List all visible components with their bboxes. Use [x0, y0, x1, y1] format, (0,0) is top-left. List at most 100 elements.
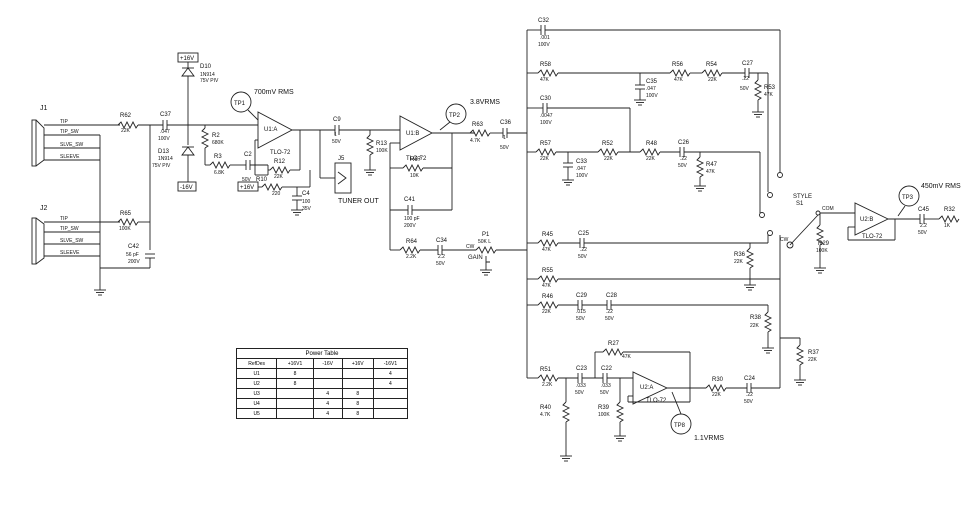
- pos-rail-label: +16V: [180, 56, 194, 62]
- j1-pin-tip: TIP: [60, 119, 68, 125]
- table-cell: [341, 378, 374, 389]
- ground-symbol: [559, 455, 573, 462]
- table-cell: 8: [276, 378, 314, 389]
- r3-ref: R3: [214, 154, 222, 160]
- table-cell: [372, 388, 409, 399]
- r55-value: 47K: [542, 283, 552, 289]
- r39-ref: R39: [598, 405, 610, 411]
- table-cell: [341, 368, 374, 379]
- jack-j2: J2 TIP TIP_SW SLVE_SW SLEEVE: [31, 205, 100, 265]
- c25-volt: 50V: [578, 254, 588, 260]
- switch-contact: [767, 192, 773, 198]
- power-table-header: -16V: [312, 358, 343, 369]
- table-cell: 4: [312, 398, 343, 409]
- capacitor-c22: [602, 372, 608, 384]
- p1-gain-label: GAIN: [468, 255, 483, 261]
- tp3-label: TP3: [902, 195, 914, 201]
- u2b-ref: U2:B: [860, 217, 873, 223]
- r47-ref: R47: [706, 162, 718, 168]
- power-table-header: RefDes: [235, 358, 278, 369]
- style-switch-cw: CW: [780, 237, 789, 243]
- test-point-tp1: [230, 91, 252, 113]
- test-point-tp2: [445, 103, 467, 125]
- table-cell: [276, 398, 314, 409]
- pos-rail-label-2: +16V: [240, 185, 254, 191]
- c35-value: .047: [646, 86, 656, 92]
- table-row: U5 4 8: [235, 408, 409, 419]
- r38-ref: R38: [750, 315, 762, 321]
- c35-volt: 100V: [646, 93, 658, 99]
- table-row: U2 8 4: [235, 378, 409, 389]
- table-cell: 4: [372, 378, 409, 389]
- r56-ref: R56: [672, 62, 684, 68]
- ground-symbol: [813, 267, 827, 274]
- ground-symbol: [693, 185, 707, 192]
- c26-ref: C26: [678, 140, 690, 146]
- diode-d13: [181, 146, 195, 156]
- test-point-tp3: [898, 185, 920, 207]
- r57-ref: R57: [540, 141, 552, 147]
- r36-ref: R36: [734, 252, 746, 258]
- c32-volt: 100V: [538, 42, 550, 48]
- resistor-r12: [269, 166, 291, 174]
- c45-ref: C45: [918, 207, 930, 213]
- c4-value: 100: [302, 199, 311, 205]
- d10-ref: D10: [200, 64, 212, 70]
- tp1-level: 700mV RMS: [254, 89, 294, 96]
- c24-volt: 50V: [744, 399, 754, 405]
- r64-ref: R64: [406, 239, 418, 245]
- r12-ref: R12: [274, 159, 286, 165]
- c26-value: .22: [680, 156, 687, 162]
- r29-value: 100K: [816, 248, 828, 254]
- resistor-r47: [696, 156, 704, 178]
- c24-ref: C24: [744, 376, 756, 382]
- u1a-ref: U1:A: [264, 127, 277, 133]
- table-cell: U1: [235, 368, 278, 379]
- j1-pin-sleeve: SLEEVE: [60, 154, 80, 160]
- power-table-header-row: RefDes +16V1 -16V +16V -16V1: [235, 358, 409, 369]
- ground-symbol: [561, 179, 575, 186]
- j2-pin-sleeve: SLEEVE: [60, 250, 80, 256]
- opamp-u1a: [257, 111, 293, 149]
- r48-value: 22K: [646, 156, 656, 162]
- diode-d10: [181, 67, 195, 77]
- ground-symbol: [363, 169, 377, 176]
- c42-value: 56 pF: [126, 252, 139, 258]
- r46-value: 22K: [542, 309, 552, 315]
- style-switch-com: COM: [822, 206, 834, 212]
- capacitor-c30: [542, 102, 548, 114]
- r40-ref: R40: [540, 405, 552, 411]
- c37-ref: C37: [160, 112, 172, 118]
- r39-value: 100K: [598, 412, 610, 418]
- resistor-r39: [616, 401, 624, 423]
- u1b-type: TLO-72: [406, 156, 427, 162]
- power-table-title: Power Table: [236, 348, 408, 359]
- r13-ref: R13: [376, 141, 388, 147]
- c24-value: .22: [746, 392, 753, 398]
- r36-value: 22K: [734, 259, 744, 265]
- resistor-r10: [261, 183, 283, 191]
- c30-ref: C30: [540, 96, 552, 102]
- c36-ref: C36: [500, 120, 512, 126]
- c33-value: .047: [576, 166, 586, 172]
- r53-value: 47K: [764, 92, 774, 98]
- c29-value: .015: [576, 309, 586, 315]
- c22-value: .033: [601, 383, 611, 389]
- table-cell: [312, 378, 343, 389]
- pos-rail-box-2: [237, 181, 259, 192]
- c42-ref: C42: [128, 244, 140, 250]
- resistor-r48: [639, 148, 661, 156]
- u2b-type: TLO-72: [862, 234, 883, 240]
- resistor-r58: [537, 69, 559, 77]
- c9-value: 1: [334, 132, 337, 138]
- resistor-r37: [796, 344, 804, 366]
- table-cell: U4: [235, 398, 278, 409]
- c25-value: .22: [580, 247, 587, 253]
- r56-value: 47K: [674, 77, 684, 83]
- c33-ref: C33: [576, 159, 588, 165]
- r63-ref: R63: [472, 122, 484, 128]
- resistor-r40: [562, 401, 570, 423]
- r37-value: 22K: [808, 357, 818, 363]
- j1-ref: J1: [40, 105, 48, 112]
- c26-volt: 50V: [678, 163, 688, 169]
